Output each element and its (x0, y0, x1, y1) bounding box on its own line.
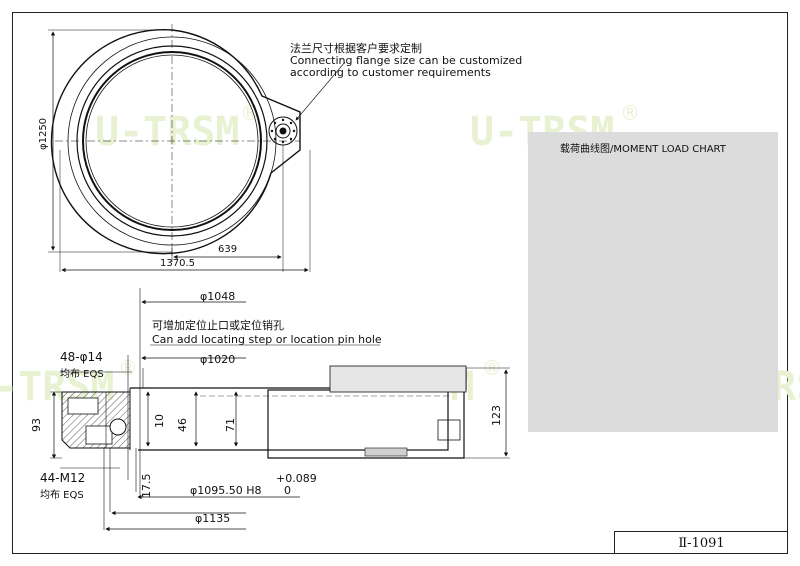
eqs-bottom: 均布 EQS (40, 489, 84, 501)
housing-bottom (138, 390, 465, 459)
pin-note-cn: 可增加定位止口或定位销孔 (152, 319, 284, 332)
chart-title: 载荷曲线图/MOMENT LOAD CHART (560, 144, 726, 155)
dim-46: 46 (176, 418, 189, 432)
holes-top: 48-φ14 (60, 350, 103, 364)
dim-71: 71 (224, 418, 237, 432)
dim-17-5: 17.5 (140, 474, 153, 499)
watermark: U-TRSM (95, 109, 240, 155)
top-view (48, 24, 346, 273)
title-block: Ⅱ-1091 (614, 531, 788, 554)
flange-note-cn: 法兰尺寸根据客户要求定制 (290, 42, 422, 55)
tolerance-upper: +0.089 (276, 472, 317, 485)
dim-10: 10 (153, 414, 166, 428)
section-view-text: φ1048 φ1020 48-φ14 均布 EQS 93 10 46 71 12… (30, 290, 503, 525)
dim-93: 93 (30, 418, 43, 432)
registered-mark: ® (620, 101, 640, 125)
dim-d1095: φ1095.50 H8 (190, 484, 262, 497)
dim-639: 639 (218, 244, 237, 255)
pin-note-en: Can add locating step or location pin ho… (152, 333, 382, 346)
flange-hub (279, 127, 287, 135)
dim-d1048: φ1048 (200, 290, 235, 303)
diameter-label: φ1250 (38, 118, 49, 150)
dim-d1020: φ1020 (200, 353, 235, 366)
drawing-number: Ⅱ-1091 (678, 536, 725, 551)
housing-outline (50, 28, 301, 255)
flange-note-en-1: Connecting flange size can be customized (290, 54, 523, 67)
top-view-text: φ1250 639 1370.5 (38, 118, 237, 269)
holes-bottom: 44-M12 (40, 471, 85, 485)
dim-1370-5: 1370.5 (160, 258, 195, 269)
tolerance-lower: 0 (284, 484, 291, 497)
housing-body (267, 389, 449, 451)
dim-123: 123 (490, 405, 503, 426)
dim-d1135: φ1135 (195, 512, 230, 525)
flange-note-en-2: according to customer requirements (290, 66, 491, 79)
drawing-frame (12, 12, 788, 554)
flange-bolts (270, 118, 296, 144)
section-view (50, 288, 510, 532)
flange-inner (275, 123, 291, 139)
chart-panel (528, 132, 778, 432)
eqs-top: 均布 EQS (60, 368, 104, 380)
ball (109, 418, 127, 436)
